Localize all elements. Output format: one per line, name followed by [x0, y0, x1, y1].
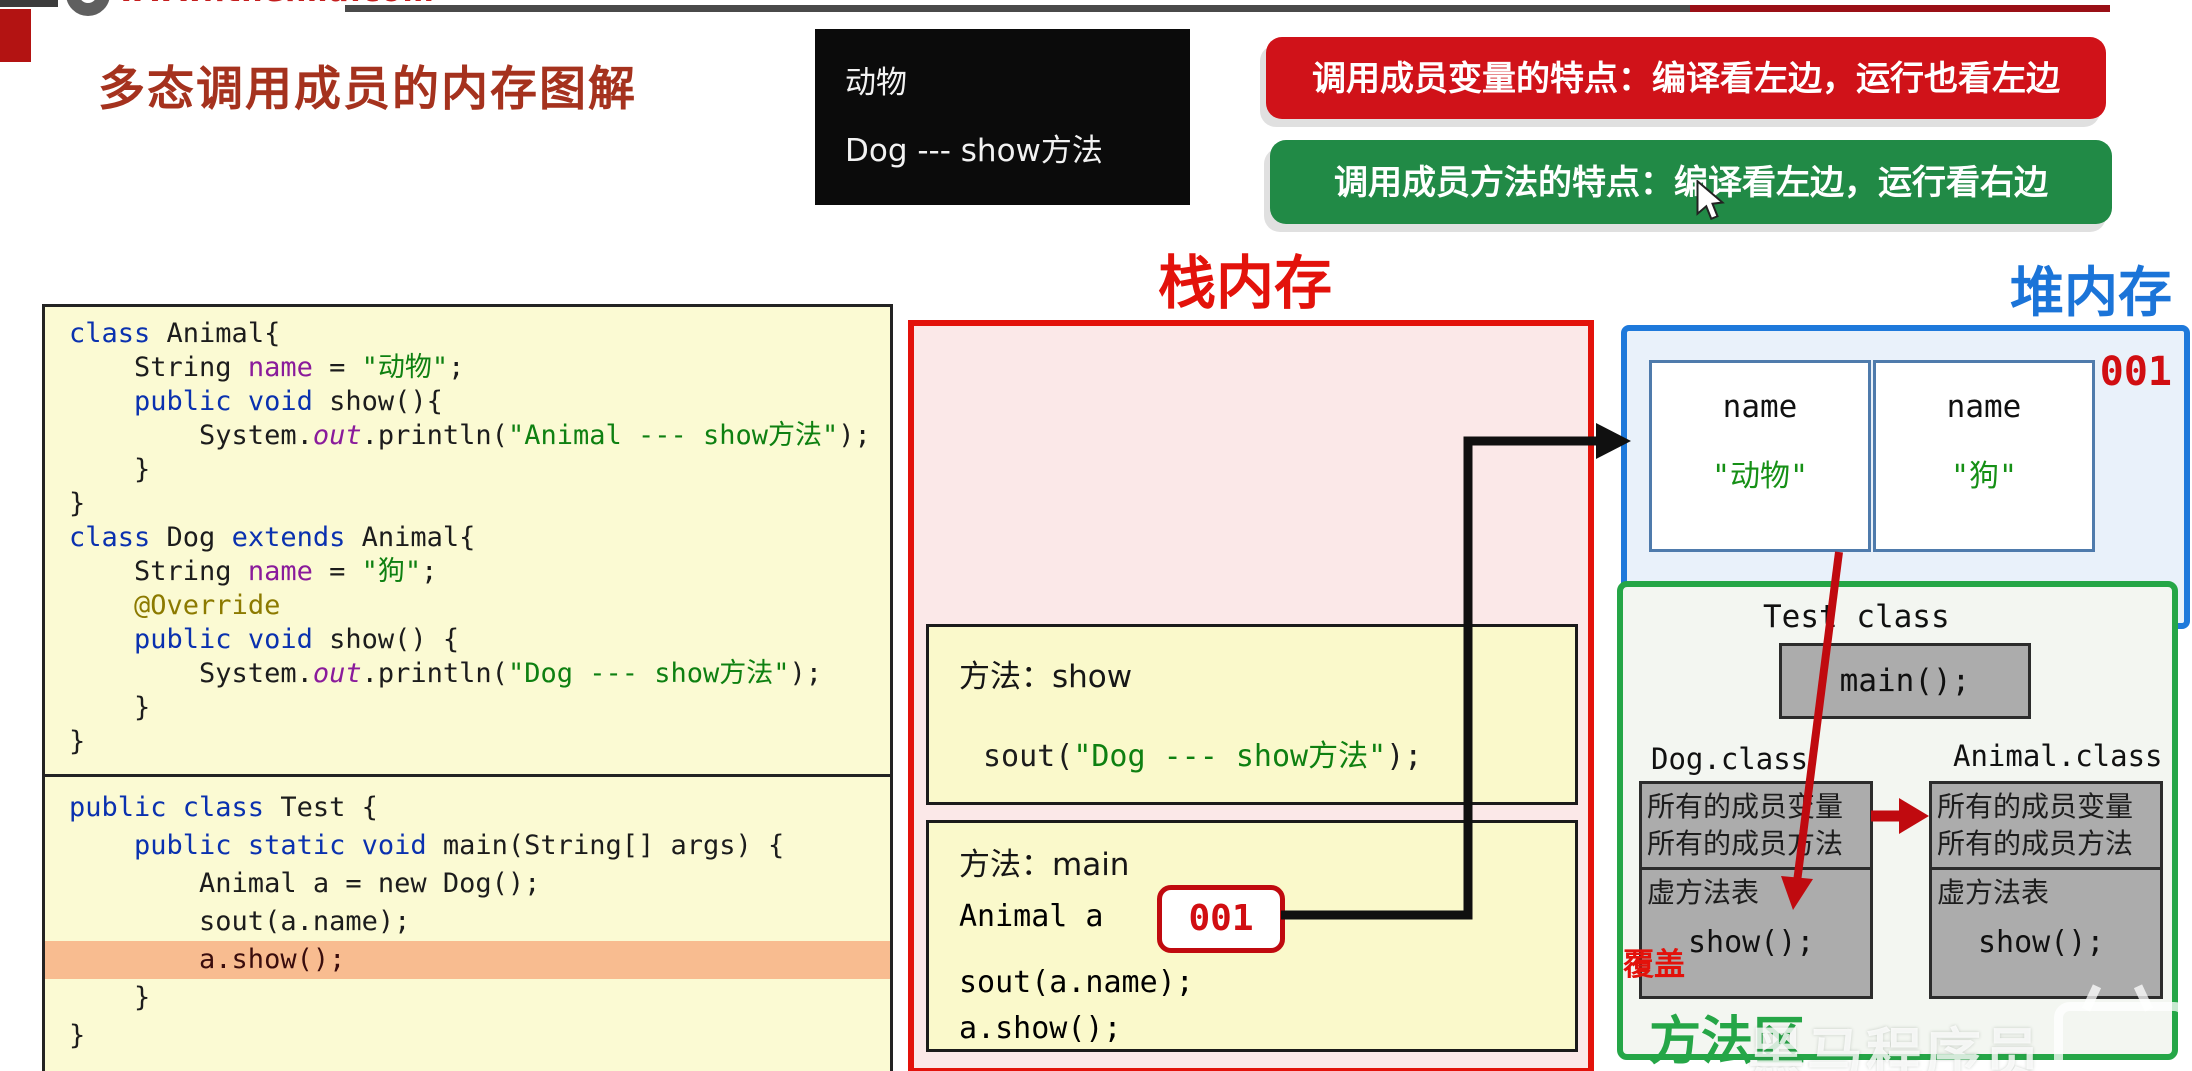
vtable-method: show(); — [1978, 925, 2105, 960]
field-name: name — [1722, 389, 1798, 425]
frame-statement: sout(a.name); — [959, 965, 1194, 1000]
frame-title: 方法：show — [959, 659, 1133, 695]
page-title: 多态调用成员的内存图解 — [98, 62, 637, 117]
console-output-box: 动物 Dog --- show方法 — [815, 29, 1190, 205]
watermark-text: 黑马程序员 — [1748, 1023, 2043, 1071]
animal-class-label: Animal.class — [1953, 739, 2163, 773]
frame-variable: Animal a — [959, 899, 1104, 934]
field-value: "动物" — [1711, 459, 1809, 494]
animal-class-box: 所有的成员变量 所有的成员方法 虚方法表 show(); — [1929, 781, 2163, 999]
header-divider-gray — [345, 5, 1690, 12]
dog-class-label: Dog.class — [1651, 742, 1809, 776]
code-block-animal-dog: class Animal{ String name = "动物"; public… — [42, 304, 893, 780]
stack-memory-label: 栈内存 — [1158, 249, 1333, 317]
frame-statement: a.show(); — [959, 1011, 1122, 1046]
brand-red-square — [0, 9, 31, 62]
console-line: Dog --- show方法 — [845, 133, 1103, 169]
member-method-rule-banner: 调用成员方法的特点：编译看左边，运行看右边 — [1270, 140, 2112, 224]
heap-memory-box: 001 name "动物" name "狗" — [1621, 325, 2190, 629]
frame-title: 方法：main — [959, 847, 1130, 883]
reference-value-badge: 001 — [1157, 885, 1285, 953]
main-method-box: main(); — [1779, 643, 2031, 719]
member-row: 所有的成员变量 — [1937, 790, 2134, 823]
virtual-method-table: 虚方法表 show(); — [1642, 867, 1870, 960]
field-slot-dog-name: name "狗" — [1873, 360, 2095, 552]
field-slot-animal-name: name "动物" — [1649, 360, 1871, 552]
header-divider-red — [1690, 5, 2110, 12]
member-row: 所有的成员方法 — [1937, 827, 2134, 860]
frame-code: sout("Dog --- show方法"); — [983, 739, 1423, 774]
vtable-label: 虚方法表 — [1647, 876, 1760, 909]
heap-memory-label: 堆内存 — [2010, 261, 2172, 324]
vtable-method: show(); — [1688, 925, 1815, 960]
method-area-label: 方法区 — [1649, 1012, 1806, 1071]
vtable-label: 虚方法表 — [1937, 876, 2050, 909]
member-row: 所有的成员变量 — [1647, 790, 1844, 823]
top-edge-line — [0, 0, 58, 7]
member-variable-rule-banner: 调用成员变量的特点：编译看左边，运行也看左边 — [1266, 37, 2106, 119]
member-row: 所有的成员方法 — [1647, 827, 1844, 860]
stack-frame-main: 方法：main Animal a 001 sout(a.name); a.sho… — [926, 820, 1578, 1052]
test-class-label: Test class — [1763, 599, 1950, 635]
field-name: name — [1946, 389, 2022, 425]
code-block-test: public class Test { public static void m… — [42, 774, 893, 1071]
override-tag: 覆盖 — [1623, 947, 1685, 983]
watermark-tv-icon — [2054, 984, 2190, 1071]
site-url: www.itheima.com — [118, 0, 435, 9]
virtual-method-table: 虚方法表 show(); — [1932, 867, 2160, 960]
field-value: "狗" — [1950, 459, 2018, 494]
object-address: 001 — [2099, 349, 2172, 395]
console-line: 动物 — [845, 65, 907, 101]
itheima-logo-icon — [66, 0, 110, 16]
mouse-cursor — [1696, 180, 1725, 220]
stack-frame-show: 方法：show sout("Dog --- show方法"); — [926, 624, 1578, 805]
